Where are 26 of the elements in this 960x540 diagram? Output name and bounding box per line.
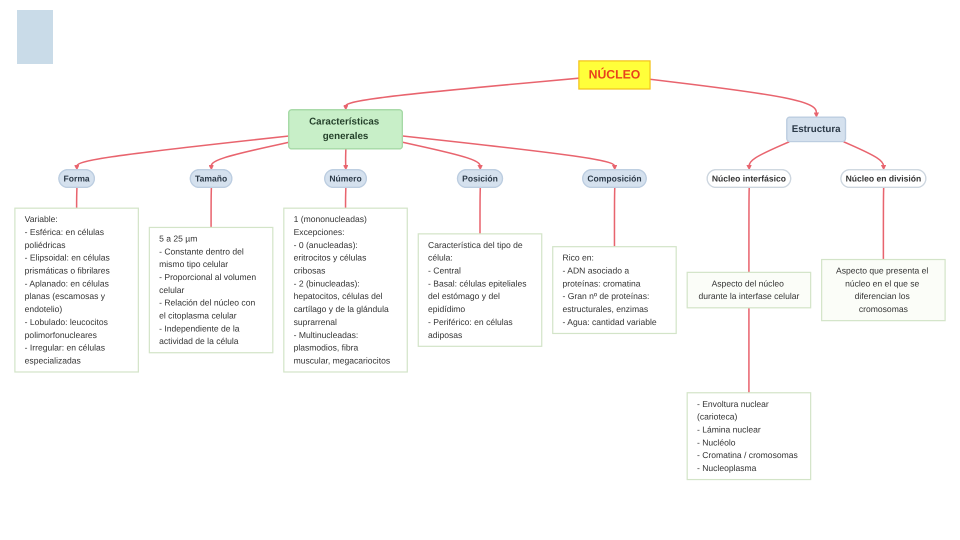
arrow <box>343 77 579 110</box>
connector <box>748 308 750 393</box>
arrow <box>746 140 790 170</box>
node-box: Rico en: - ADN asociado a proteínas: cromatina - Gran nº de proteínas: estructurales, enzimas - Agua: cantidad variable <box>552 246 677 334</box>
connector <box>882 187 884 260</box>
arrow <box>402 141 483 170</box>
node-box: Aspecto del núcleo durante la interfase celular <box>686 272 812 308</box>
node-box: Aspecto que presenta el núcleo en el que se diferencian los cromosomas <box>821 258 946 322</box>
arrow <box>402 135 618 170</box>
node-box: Variable: - Esférica: en células poliédricas - Elipsoidal: en células prismáticas o fibrilares - Aplanado: en células planas (escamosas y endotelio) - Lobulado: leucocitos polimorfonucleares - Irregular: en células especializadas <box>14 207 139 372</box>
node-box: - Envoltura nuclear (carioteca) - Lámina nuclear - Nucléolo - Cromatina / cromosomas - Nucleoplasma <box>686 392 812 480</box>
connector <box>614 187 616 246</box>
connector <box>748 187 750 272</box>
arrow <box>843 140 886 170</box>
arrow <box>208 141 290 170</box>
connector <box>76 187 78 208</box>
node-box: 1 (mononucleadas) Excepciones: - 0 (anucleadas): eritrocitos y células cribosas - 2 (binucleadas): hepatocitos, células del cartílago y de la glándula suprarrenal - Multinucleadas: plasmodios, fibra muscular, megacariocitos <box>283 207 408 372</box>
arrow <box>343 148 348 170</box>
node-box: NÚCLEO <box>578 60 651 90</box>
node-box: 5 a 25 µm - Constante dentro del mismo tipo celular - Proporcional al volumen celular - Relación del núcleo con el citoplasma celular - Independiente de la actividad de la célula <box>148 226 274 354</box>
connector <box>479 187 482 234</box>
node-box: Característica del tipo de célula: - Central - Basal: células epiteliales del estómago y del epidídimo - Periférico: en células adiposas <box>418 233 542 347</box>
connector <box>210 187 212 228</box>
arrow <box>650 78 820 118</box>
connector <box>344 187 347 208</box>
arrow <box>74 135 290 170</box>
